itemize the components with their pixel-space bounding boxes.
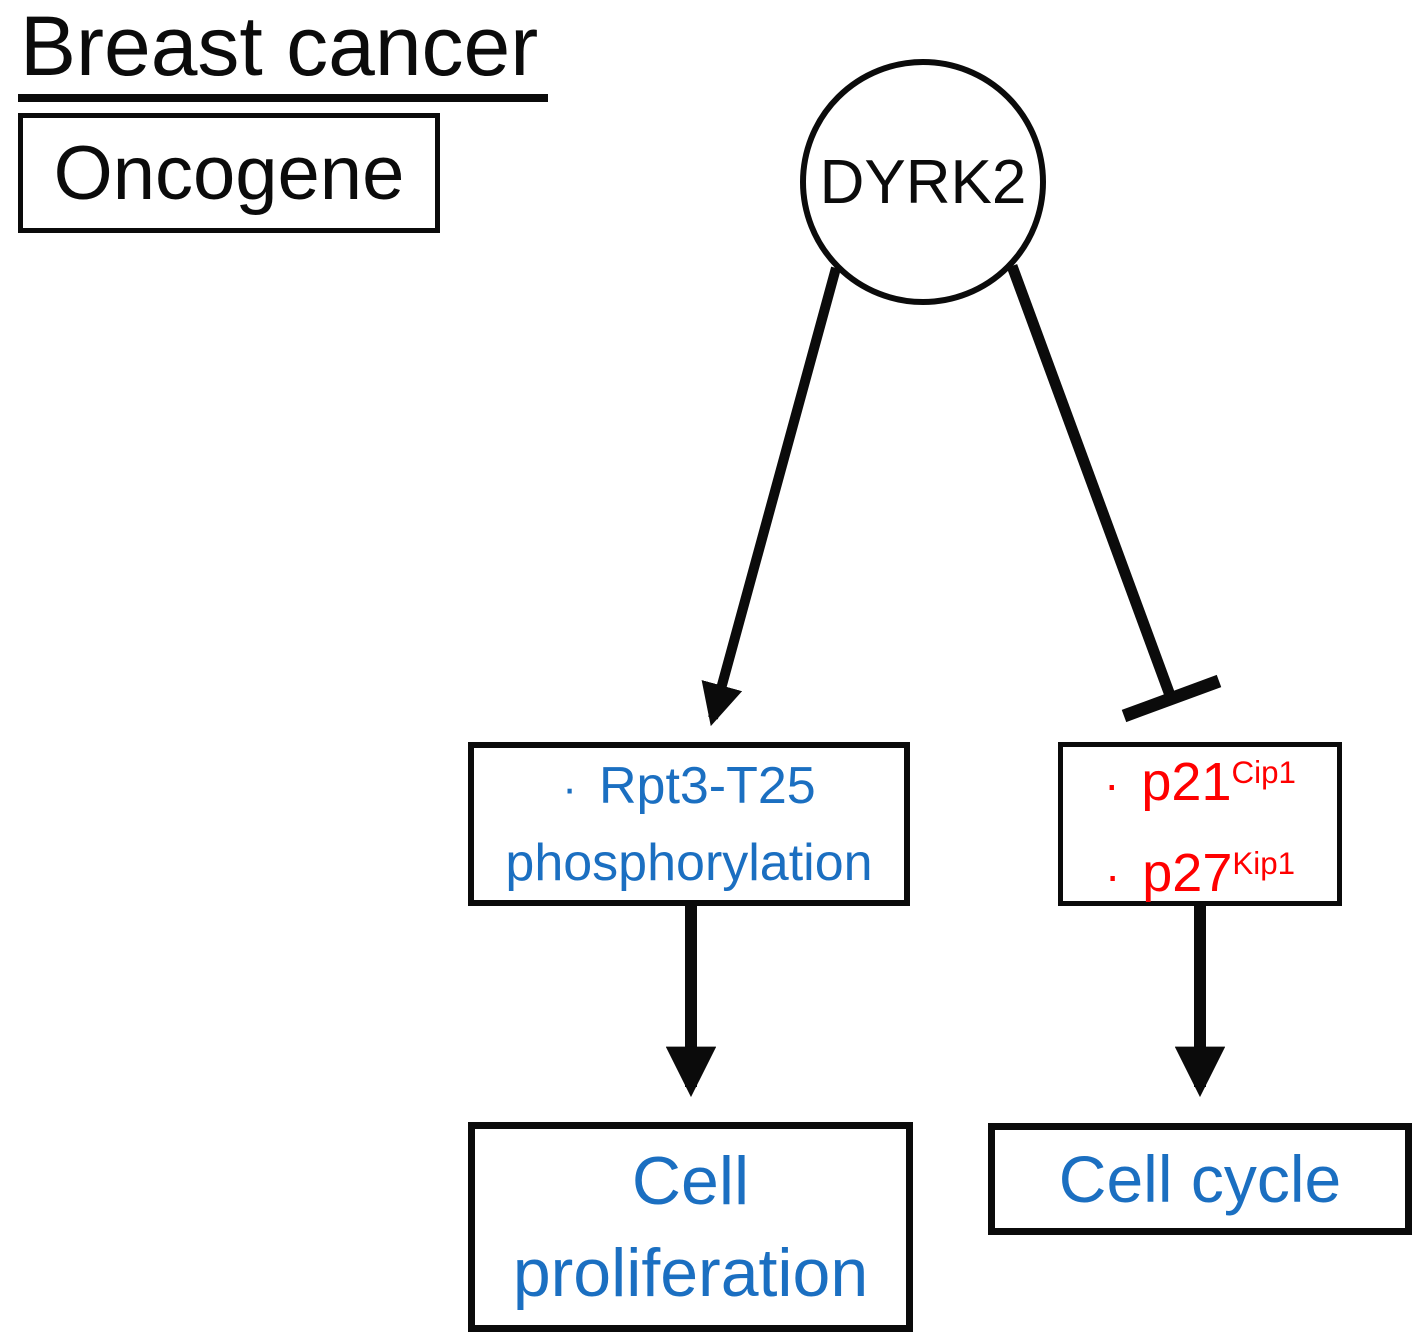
kinase-node-dyrk2: DYRK2 bbox=[800, 59, 1046, 305]
inhibition-tbar-cap bbox=[1121, 674, 1222, 723]
oncogene-label: Oncogene bbox=[53, 130, 405, 216]
protein-superscript: Kip1 bbox=[1232, 846, 1296, 881]
substrate-line-1: · Rpt3-T25 bbox=[562, 749, 815, 826]
bullet-icon: · bbox=[1104, 758, 1120, 810]
substrate-name: Rpt3-T25 bbox=[598, 756, 816, 815]
outcome-cell-proliferation-box: Cell proliferation bbox=[468, 1122, 913, 1332]
inhibited-item: · p21Cip1 bbox=[1104, 733, 1296, 824]
protein-name: p21 bbox=[1141, 752, 1232, 812]
outcome-line-2: proliferation bbox=[512, 1235, 869, 1311]
inhibited-proteins-box: · p21Cip1 · p27Kip1 bbox=[1058, 742, 1342, 906]
outcome-line-1: Cell bbox=[631, 1143, 750, 1219]
activation-arrow bbox=[701, 266, 841, 727]
substrate-box: · Rpt3-T25 phosphorylation bbox=[468, 742, 910, 906]
inhibited-item: · p27Kip1 bbox=[1105, 824, 1295, 915]
inhibition-line bbox=[1006, 264, 1177, 700]
protein-name: p27 bbox=[1142, 843, 1233, 904]
oncogene-label-box: Oncogene bbox=[18, 113, 440, 233]
outcome-cell-cycle-label: Cell cycle bbox=[1058, 1142, 1342, 1216]
protein-superscript: Cip1 bbox=[1231, 754, 1296, 790]
outcome-cell-cycle-box: Cell cycle bbox=[988, 1123, 1412, 1235]
page-title: Breast cancer bbox=[18, 0, 549, 102]
kinase-label: DYRK2 bbox=[819, 147, 1027, 217]
bullet-icon: · bbox=[1104, 849, 1121, 902]
substrate-line-2: phosphorylation bbox=[505, 826, 872, 900]
substrate-modification: phosphorylation bbox=[505, 833, 873, 892]
bullet-icon: · bbox=[562, 763, 577, 813]
